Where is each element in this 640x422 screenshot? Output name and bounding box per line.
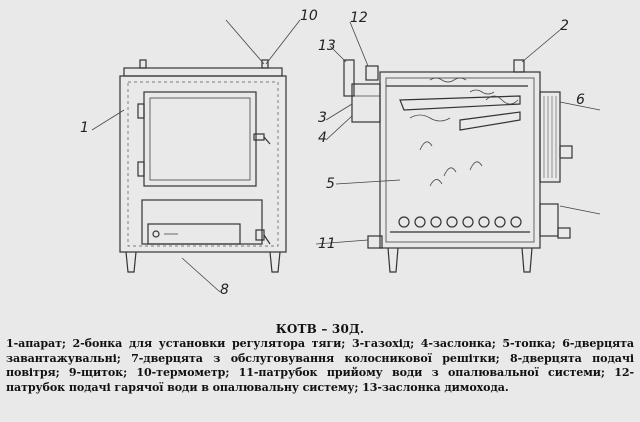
front-inner-outline: [127, 81, 279, 247]
front-top-fitting-left: [139, 59, 147, 69]
leader-lines: [91, 19, 601, 293]
flue-coil: [485, 95, 519, 105]
grate-door-side: [539, 203, 559, 237]
section-view: [343, 59, 573, 273]
air-door: [147, 223, 241, 245]
flue-baffle-upper: [399, 95, 521, 111]
air-door-knob: [152, 230, 160, 238]
door-hinge-lower: [137, 161, 145, 177]
figure-caption: КОТВ – 30Д. 1-апарат; 2-бонка для устано…: [6, 322, 634, 420]
air-door-handle-bar: [263, 234, 271, 245]
air-door-handle: [255, 229, 265, 241]
callout-11: 11: [318, 236, 336, 252]
hot-water-outlet: [365, 65, 379, 81]
chimney-damper: [343, 59, 355, 97]
front-body: [119, 75, 287, 253]
flue-baffle-lower: [459, 111, 521, 131]
callout-2: 2: [560, 18, 569, 34]
callout-6: 6: [576, 92, 585, 108]
section-leg-left: [387, 247, 399, 273]
front-view: [119, 59, 287, 273]
gas-duct: [351, 83, 381, 123]
loading-door: [143, 91, 257, 187]
section-leg-right: [521, 247, 533, 273]
front-leg-right: [269, 251, 281, 273]
water-wave-1: [429, 77, 467, 83]
caption-body: 1-апарат; 2-бонка для установки регулято…: [6, 337, 634, 394]
flame-2: [443, 167, 457, 177]
callout-13: 13: [318, 38, 336, 54]
section-casing-inner: [385, 77, 535, 243]
water-wave-2: [469, 89, 495, 95]
front-leg-left: [125, 251, 137, 273]
grate-door-handle: [557, 227, 571, 239]
front-top-fitting-right: [261, 59, 269, 69]
callout-10: 10: [300, 8, 318, 24]
callout-5: 5: [326, 176, 335, 192]
callout-8: 8: [220, 282, 229, 298]
regulator-boss: [513, 59, 525, 73]
flame-3: [469, 161, 483, 171]
flame-4: [429, 179, 443, 187]
flame-1: [419, 141, 433, 151]
lower-frame: [141, 199, 263, 245]
loading-door-handle-bar: [263, 136, 271, 145]
callout-12: 12: [350, 10, 368, 26]
grate: [398, 216, 522, 228]
flue-wave: [409, 114, 451, 122]
door-hinge-upper: [137, 103, 145, 119]
loading-door-side: [539, 91, 561, 183]
loading-door-panel: [149, 97, 251, 181]
front-top-cap: [123, 67, 283, 77]
callout-labels: 1 2 3 4 5 6 8 10 11 12 13: [80, 8, 585, 298]
side-door-handle: [559, 145, 573, 159]
callout-1: 1: [80, 120, 89, 136]
boiler-drawing: 1 2 3 4 5 6 8 10 11 12 13: [80, 8, 601, 298]
caption-title: КОТВ – 30Д.: [275, 322, 365, 336]
water-inlet: [367, 235, 383, 249]
callout-4: 4: [318, 130, 327, 146]
callout-3: 3: [318, 110, 327, 126]
